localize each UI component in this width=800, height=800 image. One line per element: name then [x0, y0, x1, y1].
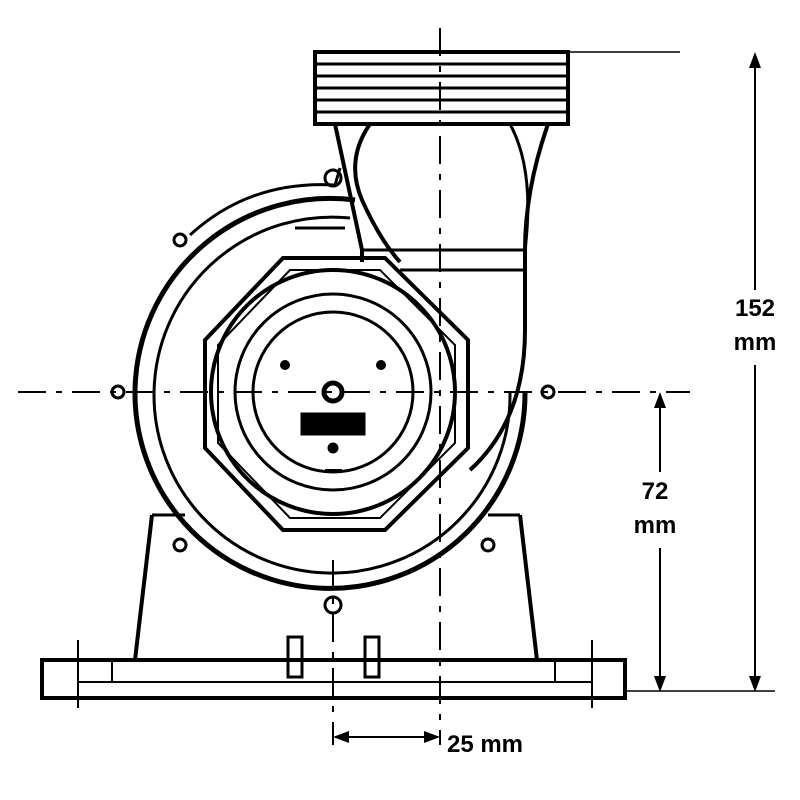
base-plate	[40, 635, 627, 708]
total-height-unit: mm	[733, 329, 777, 356]
arrow-up-icon	[749, 52, 761, 68]
arrow-down-icon	[749, 676, 761, 692]
center-lines	[18, 28, 690, 745]
arrow-left-icon	[333, 731, 349, 743]
axis-height-value: 72	[641, 478, 669, 505]
label-plate	[300, 412, 366, 436]
motor-face	[209, 268, 457, 516]
outlet-neck	[333, 122, 550, 472]
axis-offset-dimension: 25 mm	[446, 731, 524, 758]
arrow-up-icon	[654, 392, 666, 408]
arrow-down-icon	[654, 676, 666, 692]
octagon-nut	[203, 256, 470, 532]
outlet-thread	[313, 50, 680, 126]
volute-casing	[110, 167, 556, 615]
shaft-icon	[321, 380, 345, 404]
dimension-lines	[333, 52, 775, 743]
total-height-value: 152	[734, 295, 776, 322]
axis-height-dimension: 72 mm	[615, 475, 695, 543]
total-height-dimension: 152 mm	[715, 292, 795, 360]
arrow-right-icon	[424, 731, 440, 743]
axis-height-unit: mm	[633, 512, 677, 539]
